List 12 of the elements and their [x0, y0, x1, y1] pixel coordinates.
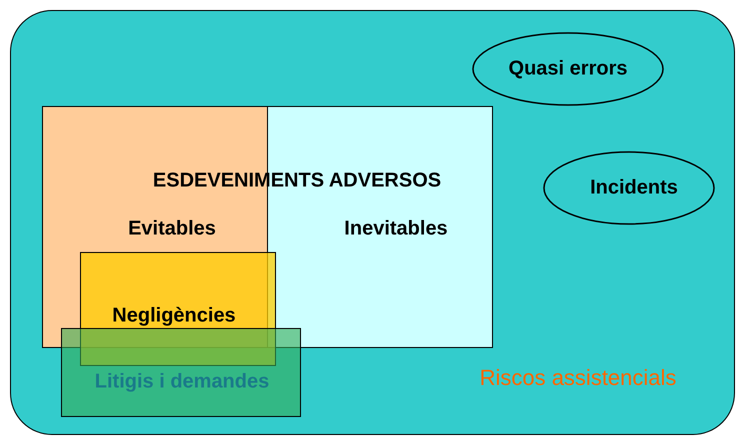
ellipse: [472, 32, 664, 106]
area-label: Inevitables: [344, 218, 448, 240]
panel-label: Riscos assistencials: [480, 365, 676, 391]
overlap-area: [80, 252, 276, 366]
ellipse-label: Quasi errors: [508, 58, 628, 80]
rounded-panel: [10, 10, 735, 435]
ellipse: [543, 151, 715, 225]
ellipse-label: Incidents: [590, 176, 678, 200]
area-label: Litigis i demandes: [94, 370, 270, 394]
overlap-area: [61, 328, 301, 417]
area-label: Evitables: [128, 218, 216, 240]
area-label: Negligències: [112, 304, 236, 328]
